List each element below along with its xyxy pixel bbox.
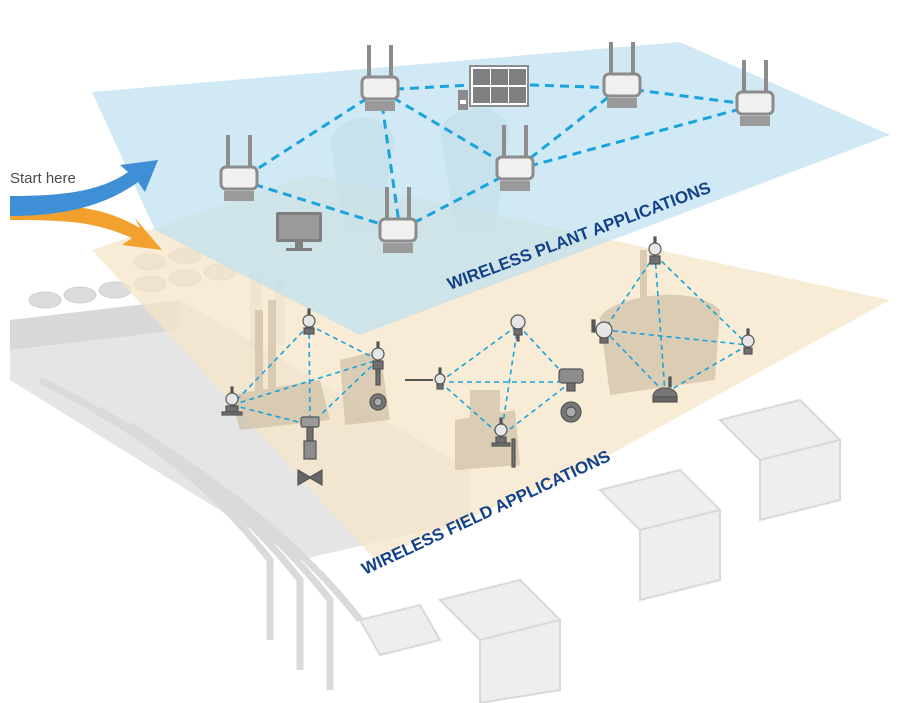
video-wall-icon (458, 65, 529, 110)
monitor-icon (276, 212, 322, 251)
field-transmitter-icon (302, 308, 316, 335)
field-mesh-links (231, 254, 749, 437)
field-transmitter-icon (648, 236, 662, 265)
orange-arrow-icon (10, 205, 162, 250)
wireless-gateway-icon (495, 125, 535, 191)
field-transmitter-icon (741, 328, 755, 355)
wireless-gateway-icon (652, 376, 678, 403)
field-transmitter-icon (221, 386, 243, 416)
field-transmitter-icon (371, 341, 385, 386)
wireless-adapter-icon (434, 367, 446, 390)
wireless-gateway-icon (602, 42, 642, 108)
wireless-gateway-icon (378, 187, 418, 253)
start-here-label: Start here (10, 170, 76, 187)
plant-layer-plane (92, 42, 890, 335)
wireless-gateway-icon (735, 60, 775, 126)
field-transmitter-icon (510, 314, 526, 342)
flowmeter-icon (369, 393, 387, 411)
field-transmitter-icon (491, 417, 516, 468)
field-transmitter-icon (591, 319, 613, 344)
plant-devices (219, 42, 775, 253)
control-valve-icon (297, 416, 323, 487)
wireless-gateway-icon (360, 45, 400, 111)
start-arrows (10, 160, 162, 250)
flowmeter-icon (558, 368, 584, 423)
wireless-gateway-icon (219, 135, 259, 201)
field-devices (221, 236, 755, 487)
blue-arrow-icon (10, 160, 158, 216)
